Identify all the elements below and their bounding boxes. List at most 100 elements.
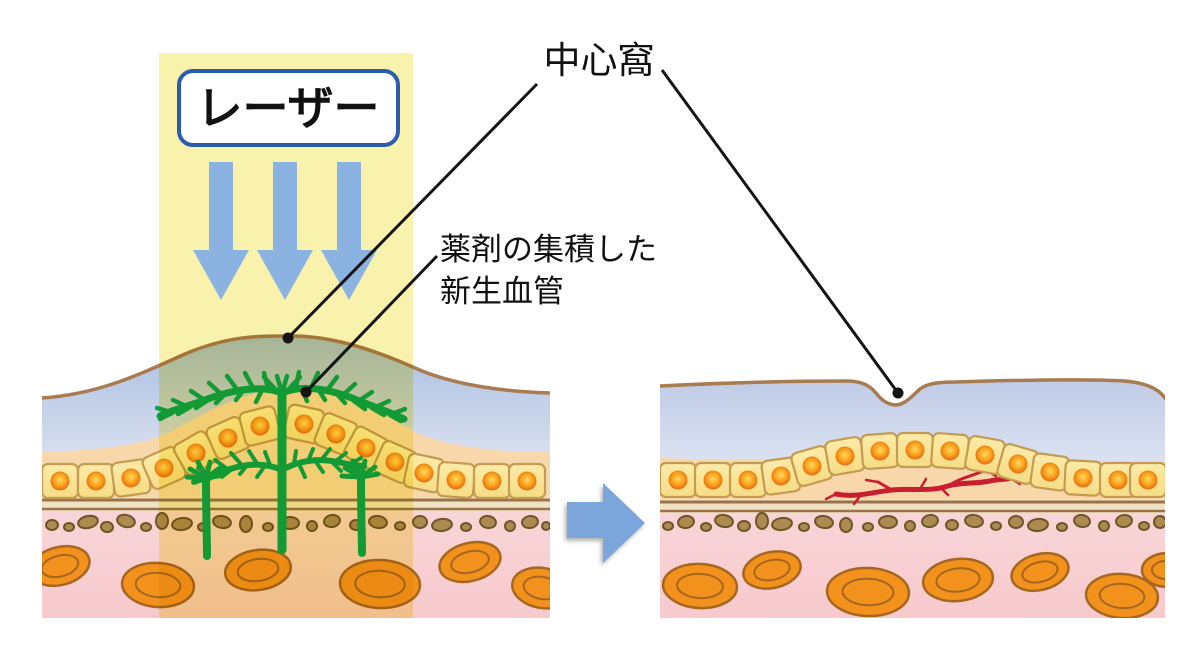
- choriocapillaris-oval: [878, 515, 898, 529]
- choriocapillaris-oval: [1008, 515, 1024, 529]
- choriocapillaris-oval: [1073, 513, 1091, 529]
- cell-nucleus: [835, 446, 855, 466]
- rpe-cell: [728, 461, 768, 499]
- choriocapillaris-oval: [45, 519, 59, 531]
- pointer-dot-icon: [892, 387, 904, 399]
- cell-nucleus: [1073, 468, 1093, 488]
- drug-vessels-label-line2: 新生血管: [440, 274, 564, 309]
- after-treatment-panel: [660, 378, 1165, 618]
- choriocapillaris-oval: [990, 521, 1002, 531]
- rpe-cell: [930, 432, 970, 470]
- cell-nucleus: [870, 441, 890, 461]
- fovea-pointer-right: [660, 69, 900, 394]
- choriocapillaris-oval: [1138, 521, 1150, 531]
- choriocapillaris-oval: [1115, 513, 1133, 529]
- choriocapillaris-oval: [904, 520, 916, 532]
- cell-nucleus: [1040, 462, 1060, 482]
- pointer-dot-icon: [300, 386, 312, 398]
- choroid-vessel: [438, 540, 502, 584]
- cell-nucleus: [738, 470, 758, 490]
- choriocapillaris-oval: [677, 514, 695, 530]
- choriocapillaris-oval: [798, 522, 810, 532]
- cell-nucleus: [1108, 470, 1128, 490]
- choroid-vessel: [1140, 551, 1165, 589]
- laser-label-box: レーザー: [177, 69, 400, 147]
- cell-nucleus: [905, 440, 925, 460]
- cell-nucleus: [771, 466, 791, 486]
- choroid-vessel: [742, 550, 802, 590]
- cell-nucleus: [86, 471, 106, 491]
- choroid-vessel-row: [661, 550, 1165, 618]
- cell-nucleus: [50, 471, 70, 491]
- cell-nucleus: [121, 468, 141, 488]
- cell-nucleus: [414, 463, 434, 483]
- choriocapillaris-oval: [521, 514, 539, 530]
- rpe-cell: [760, 456, 802, 496]
- choriocapillaris-oval: [412, 515, 428, 529]
- choroid-vessel: [1084, 572, 1160, 618]
- choroid-vessel: [1010, 551, 1070, 593]
- rpe-cell: [693, 461, 733, 499]
- rpe-cell-row: [660, 431, 1165, 499]
- right-arrow-icon: [567, 483, 645, 563]
- rpe-cell: [860, 432, 900, 470]
- pointer-dot-icon: [282, 332, 294, 344]
- choriocapillaris-row: [662, 512, 1165, 533]
- choroid-vessel: [42, 544, 91, 588]
- choriocapillaris-oval: [921, 513, 939, 529]
- fovea-label: 中心窩: [544, 40, 655, 81]
- cell-nucleus: [802, 456, 822, 476]
- rpe-cell: [472, 462, 512, 500]
- choriocapillaris-oval: [700, 522, 712, 532]
- drug-vessels-pointer: [304, 254, 439, 394]
- choriocapillaris-oval: [479, 514, 497, 530]
- rpe-cell: [436, 461, 476, 499]
- rpe-cell: [1063, 459, 1103, 497]
- cell-nucleus: [940, 441, 960, 461]
- choriocapillaris-oval: [100, 520, 114, 534]
- cell-nucleus: [517, 471, 537, 491]
- choriocapillaris-oval: [1098, 520, 1110, 532]
- choriocapillaris-oval: [1027, 517, 1049, 533]
- choroid-vessel: [921, 557, 995, 603]
- down-arrow-icon: [193, 162, 249, 300]
- retina-surface-line: [660, 378, 1165, 407]
- choroid-vessel: [825, 566, 911, 618]
- choriocapillaris-oval: [862, 522, 874, 532]
- choroid-vessel: [511, 566, 550, 610]
- cell-nucleus: [446, 470, 466, 490]
- choriocapillaris-oval: [737, 520, 751, 532]
- choriocapillaris-oval: [77, 514, 99, 530]
- rpe-cell: [895, 431, 935, 469]
- bruch-membrane-lines: [660, 500, 1165, 513]
- rpe-cell: [507, 462, 547, 500]
- choriocapillaris-oval: [116, 513, 136, 529]
- pointer-dots: [282, 332, 904, 399]
- drug-vessels-label-line1: 薬剤の集積した: [440, 232, 657, 267]
- cell-nucleus: [668, 470, 688, 490]
- choriocapillaris-oval: [662, 521, 674, 531]
- choriocapillaris-oval: [945, 519, 959, 531]
- pointer-lines: [286, 69, 900, 394]
- rpe-cell: [42, 462, 80, 500]
- choriocapillaris-oval: [541, 521, 550, 531]
- choriocapillaris-oval: [771, 516, 793, 532]
- cell-nucleus: [703, 470, 723, 490]
- fovea-pointer-left: [286, 82, 539, 340]
- cell-nucleus: [1138, 470, 1158, 490]
- cell-nucleus: [1008, 454, 1028, 474]
- rpe-cell: [660, 461, 698, 499]
- rpe-cell: [1128, 461, 1165, 499]
- cell-nucleus: [975, 445, 995, 465]
- choriocapillaris-oval: [1056, 522, 1068, 532]
- choriocapillaris-oval: [714, 513, 734, 529]
- choriocapillaris-oval: [964, 513, 984, 529]
- choriocapillaris-oval: [140, 522, 152, 532]
- rpe-cell: [964, 434, 1006, 476]
- choriocapillaris-oval: [839, 517, 853, 533]
- choriocapillaris-oval: [504, 520, 516, 532]
- rpe-cell: [76, 462, 116, 500]
- down-arrow-icon: [321, 162, 377, 300]
